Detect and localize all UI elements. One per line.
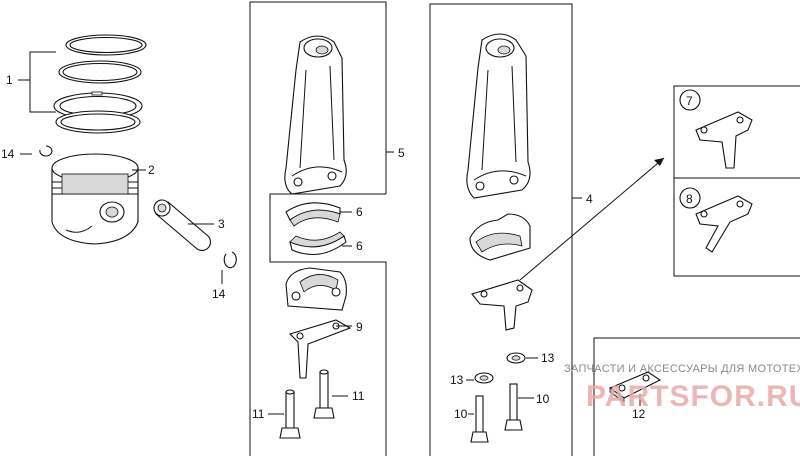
variant-8-badge (679, 187, 701, 209)
connecting-rod-4 (466, 33, 531, 199)
callout-13-lower: 13 (450, 373, 464, 387)
bolt-11-right (313, 369, 335, 419)
piston-pin (153, 199, 212, 252)
callout-1: 1 (6, 73, 13, 87)
callout-6-lower: 6 (356, 239, 363, 253)
bolt-11-left (279, 389, 301, 439)
bearing-6-lower (289, 231, 347, 256)
nut-13-upper (506, 352, 526, 364)
bearing-halves-4 (469, 213, 531, 261)
nut-13-lower (474, 372, 494, 384)
callout-13-upper: 13 (541, 351, 555, 365)
callout-8: 8 (686, 192, 693, 206)
callout-11-left: 11 (252, 407, 265, 421)
bolt-10-left (470, 395, 489, 443)
callout-6-upper: 6 (356, 205, 363, 219)
callout-10-left: 10 (454, 407, 468, 421)
rod-cap-assy (471, 279, 533, 331)
watermark-tagline: ЗАПЧАСТИ И АКСЕССУАРЫ ДЛЯ МОТОТЕХНИКИ (564, 363, 800, 375)
lock-plate-8 (695, 195, 753, 253)
callout-12: 12 (632, 407, 646, 421)
bearing-6-upper (285, 202, 341, 227)
snap-ring-right (223, 251, 237, 269)
piston (51, 153, 139, 245)
snap-ring-left (39, 145, 53, 157)
arrow-head (654, 158, 664, 166)
callout-9: 9 (356, 320, 363, 334)
connecting-rod-5 (284, 35, 347, 195)
callout-11-right: 11 (352, 389, 365, 403)
bolt-10-right (504, 383, 523, 431)
lock-plate-7 (695, 111, 753, 169)
callout-7: 7 (686, 94, 693, 108)
lock-plate-12 (608, 371, 662, 403)
lock-plate-9 (288, 319, 352, 379)
watermark-brand: PARTSFOR.RU (586, 380, 800, 413)
piston-rings (53, 34, 147, 134)
variant-7-badge (679, 89, 701, 111)
callout-10-right: 10 (536, 392, 550, 406)
callout-4: 4 (586, 192, 593, 206)
callout-14-right: 14 (212, 287, 226, 301)
callout-3: 3 (218, 217, 225, 231)
callout-14-left: 14 (1, 147, 15, 161)
rod-cap (285, 267, 347, 311)
callout-2: 2 (148, 163, 155, 177)
callout-5: 5 (398, 146, 405, 160)
leader-arrow (519, 157, 665, 281)
